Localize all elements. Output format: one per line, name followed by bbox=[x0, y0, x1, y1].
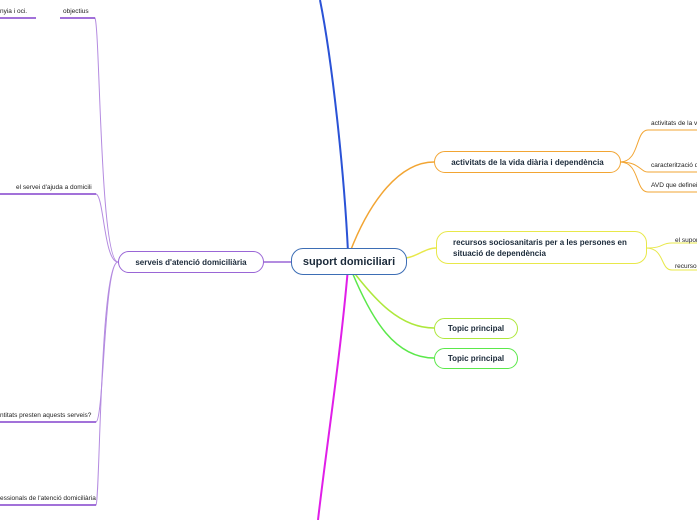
central-label: suport domiciliari bbox=[302, 255, 396, 268]
leaf-el-suport[interactable]: el supor bbox=[675, 237, 697, 244]
leaf-professionals[interactable]: essionals de l'atenció domiciliària bbox=[0, 495, 96, 502]
central-node[interactable]: suport domiciliari bbox=[291, 248, 407, 275]
connector-activitats bbox=[349, 161, 435, 253]
branch-recursos-label: recursos sociosanitaris per a les person… bbox=[453, 237, 627, 258]
trunk-line-up bbox=[319, 0, 349, 253]
branch-recursos[interactable]: recursos sociosanitaris per a les person… bbox=[436, 231, 647, 264]
leaf-companyia[interactable]: nyia i oci. bbox=[0, 8, 28, 15]
activitats-subbranches bbox=[619, 129, 697, 193]
leaf-avd[interactable]: AVD que defineix bbox=[651, 182, 697, 189]
serveis-subbranches bbox=[0, 17, 119, 506]
branch-serveis[interactable]: serveis d'atenció domiciliària bbox=[118, 251, 264, 273]
leaf-objectius[interactable]: objectius bbox=[63, 8, 89, 15]
leaf-caracteritzacio[interactable]: caracterització d bbox=[651, 162, 697, 169]
recursos-subbranches bbox=[645, 242, 697, 271]
branch-serveis-label: serveis d'atenció domiciliària bbox=[135, 257, 247, 267]
leaf-entitats[interactable]: ntitats presten aquests serveis? bbox=[0, 412, 92, 419]
leaf-recurso[interactable]: recurso bbox=[675, 263, 697, 270]
branch-topic-1[interactable]: Topic principal bbox=[434, 318, 518, 339]
leaf-activitats-vida[interactable]: activitats de la vi bbox=[651, 120, 697, 127]
connector-recursos bbox=[403, 247, 437, 259]
branch-activitats[interactable]: activitats de la vida diària i dependènc… bbox=[434, 151, 621, 173]
branch-activitats-label: activitats de la vida diària i dependènc… bbox=[451, 157, 604, 167]
branch-topic-2-label: Topic principal bbox=[447, 354, 505, 363]
trunk-line-down bbox=[317, 267, 349, 520]
leaf-servei-ajuda[interactable]: el servei d'ajuda a domicili bbox=[16, 184, 92, 191]
serveis-underlines bbox=[0, 17, 96, 506]
branch-topic-2[interactable]: Topic principal bbox=[434, 348, 518, 369]
connector-topic1 bbox=[351, 269, 435, 329]
connector-topic2 bbox=[351, 271, 435, 359]
branch-topic-1-label: Topic principal bbox=[447, 324, 505, 333]
